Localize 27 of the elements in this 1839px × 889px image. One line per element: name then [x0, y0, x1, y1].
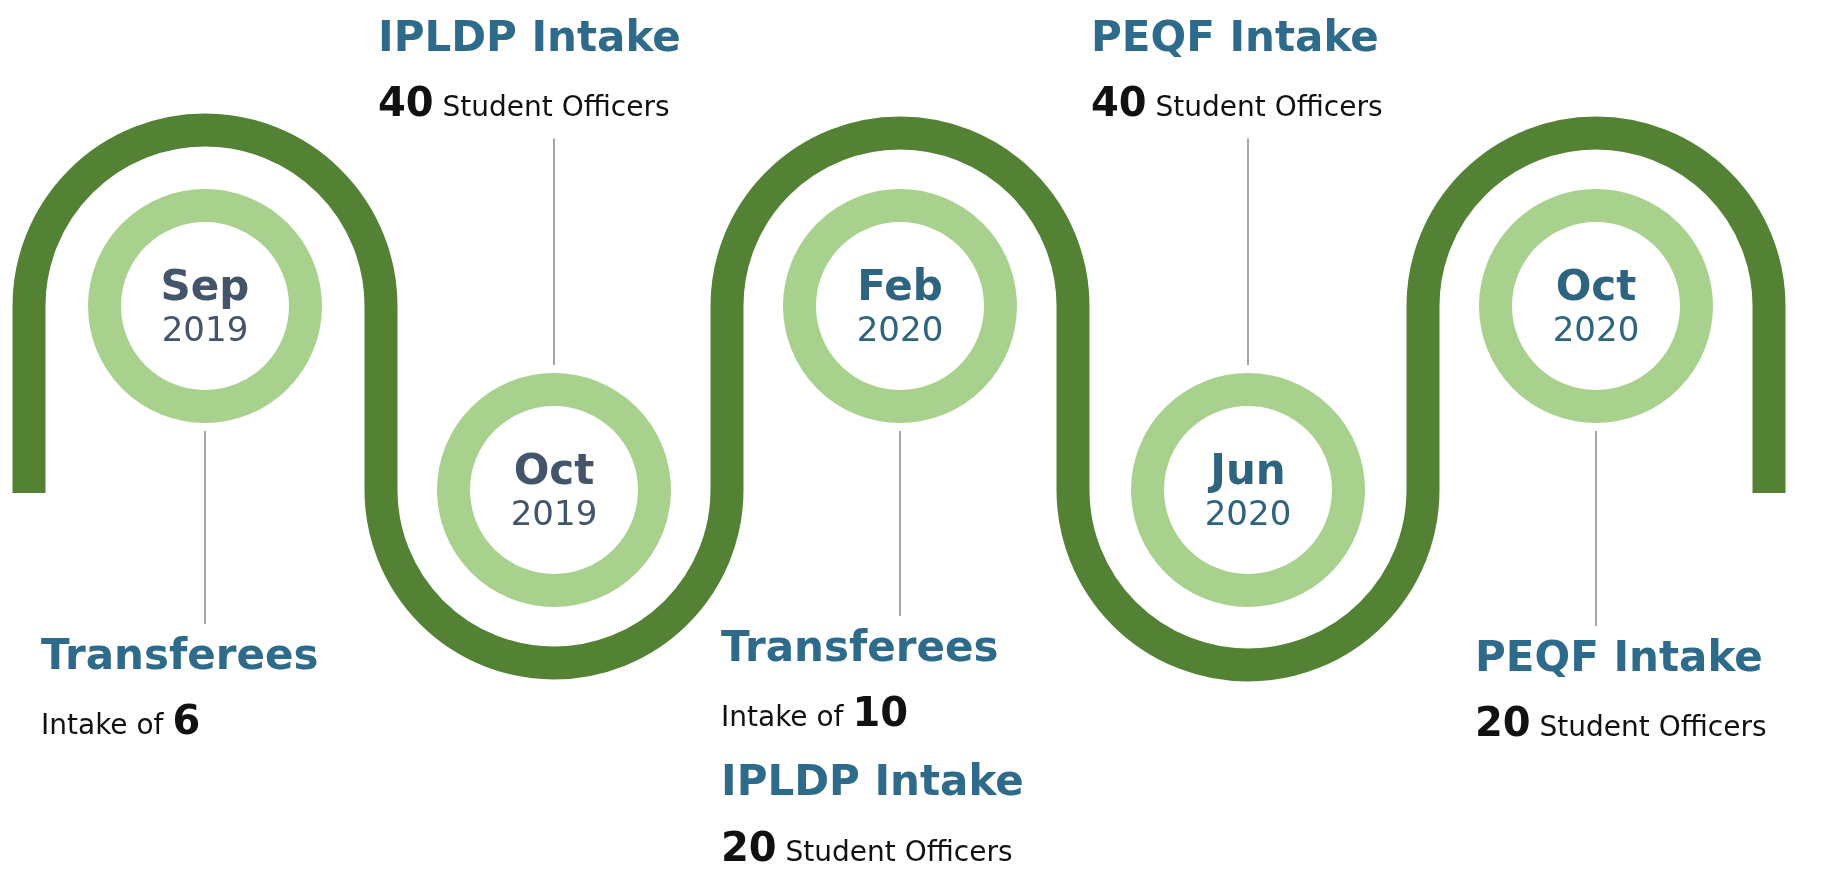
intake-heading: Transferees [721, 622, 1000, 673]
intake-count: 40 Student Officers [378, 78, 671, 128]
year-label: 2020 [1552, 308, 1640, 350]
leader-line [553, 137, 555, 366]
leader-line [204, 430, 206, 625]
intake-count: 40 Student Officers [1091, 78, 1383, 128]
month-label: Oct [1555, 262, 1637, 309]
month-label: Sep [160, 262, 250, 309]
year-label: 2019 [510, 492, 598, 534]
leader-line [1247, 137, 1249, 366]
intake-heading: PEQF Intake [1091, 12, 1380, 63]
intake-count: 20 Student Officers [721, 822, 1014, 872]
month-label: Feb [857, 262, 943, 309]
intake-count: 20 Student Officers [1475, 698, 1767, 748]
intake-count: Intake of 6 [41, 696, 202, 746]
intake-heading: IPLDP Intake [378, 12, 681, 63]
month-label: Jun [1210, 446, 1286, 493]
leader-line [1595, 430, 1597, 627]
year-label: 2019 [161, 308, 249, 350]
month-label: Oct [513, 446, 595, 493]
leader-line [899, 430, 901, 617]
intake-heading: IPLDP Intake [721, 756, 1024, 807]
intake-count: Intake of 10 [721, 688, 910, 738]
intake-heading: Transferees [41, 630, 319, 681]
year-label: 2020 [1204, 492, 1292, 534]
intake-heading: PEQF Intake [1475, 632, 1764, 683]
year-label: 2020 [856, 308, 944, 350]
